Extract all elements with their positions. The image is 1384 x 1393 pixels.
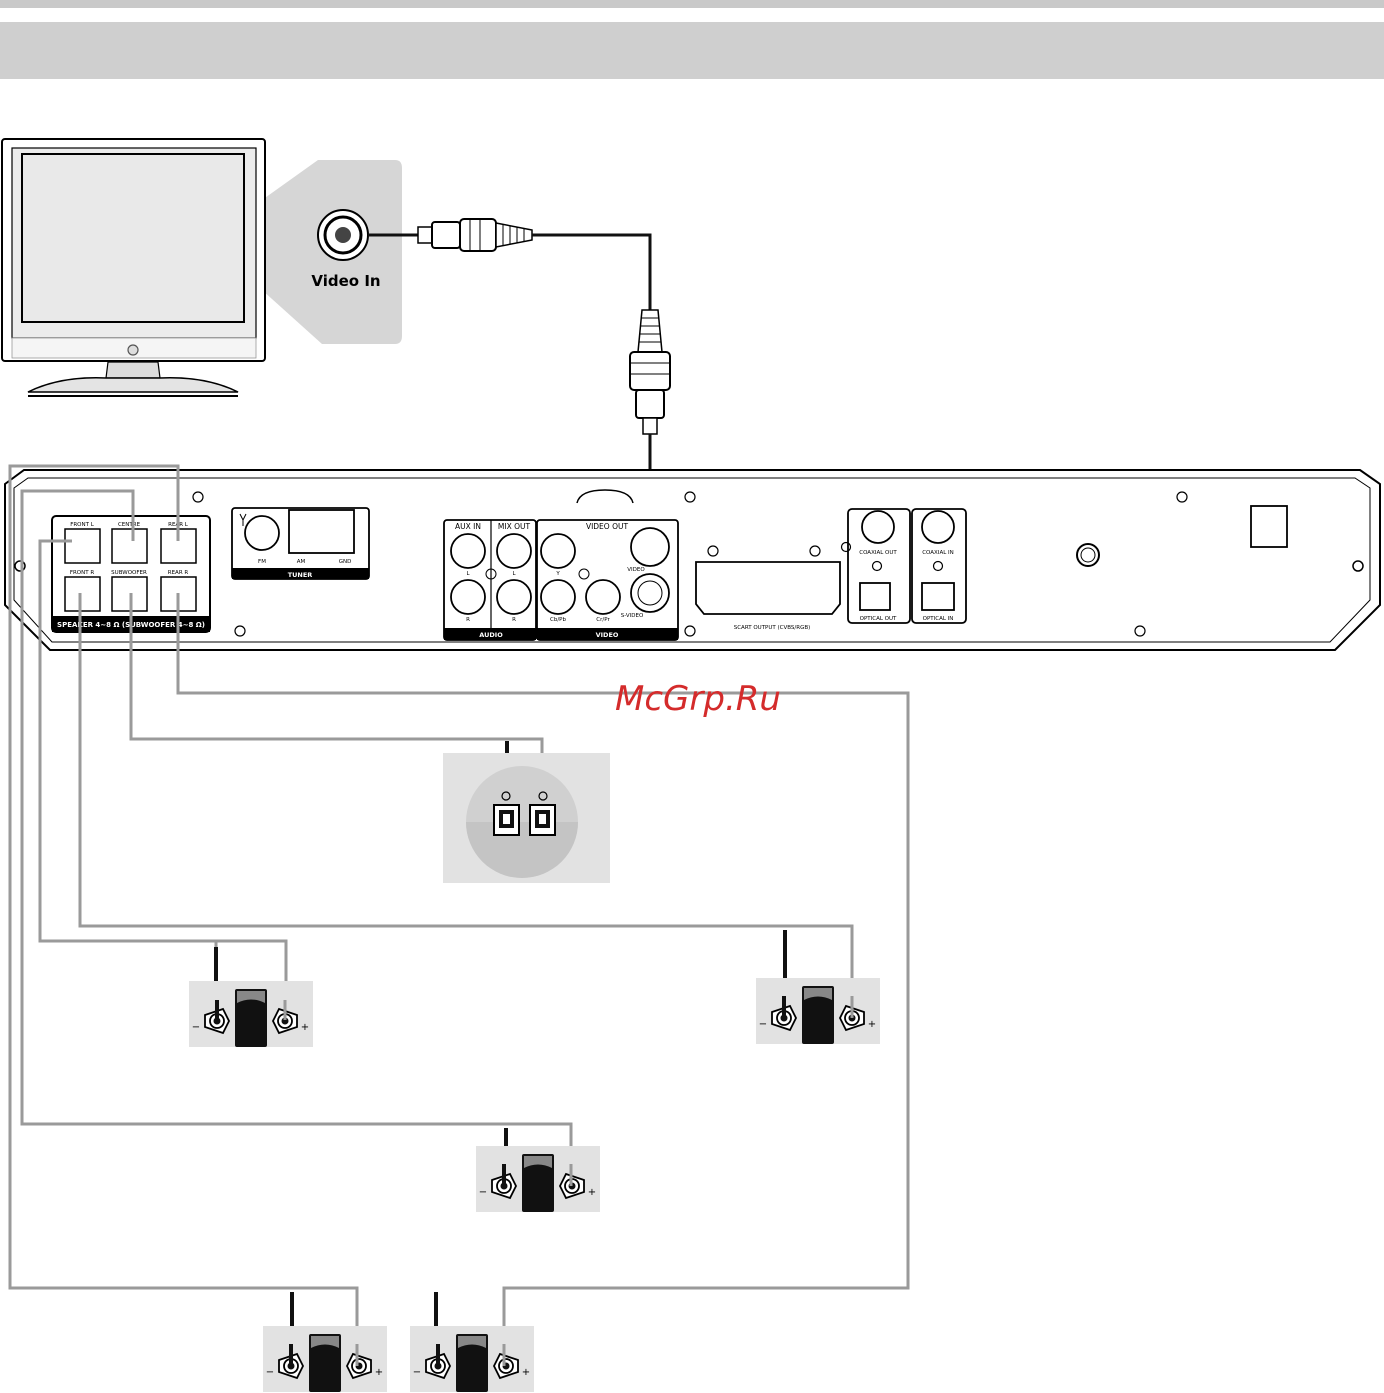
am-label: AM: [297, 559, 306, 565]
speaker-rear-left: − +: [263, 1326, 387, 1392]
coaxial-in-label: COAXIAL IN: [922, 550, 954, 556]
speaker-rear-right: − +: [410, 1326, 534, 1392]
component-cr-jack: [586, 580, 620, 614]
fm-antenna-jack: [245, 516, 279, 550]
optical-in-port: [922, 583, 954, 610]
header-bar: [0, 22, 1384, 79]
terminal-label-subwoofer: SUBWOOFER: [111, 570, 147, 576]
aux-in-r-jack: [451, 580, 485, 614]
cr-label: Cr/Pr: [596, 617, 610, 623]
tv-power-icon: [128, 345, 138, 355]
scart-label: SCART OUTPUT (CVBS/RGB): [734, 625, 811, 631]
digital-audio-block: COAXIAL OUT COAXIAL IN OPTICAL OUT OPTIC…: [842, 509, 967, 623]
speaker-front-left: − +: [189, 981, 313, 1047]
aux-in-r-label: R: [466, 617, 470, 623]
video-label: VIDEO: [596, 631, 619, 639]
terminal-label-centre: CENTRE: [118, 522, 141, 528]
composite-label: VIDEO: [627, 567, 645, 573]
terminal-front-r: [65, 577, 100, 611]
subwoofer-terminal: [443, 753, 610, 883]
tv-stand: [28, 378, 238, 392]
tv-screen: [22, 154, 244, 322]
gnd-label: GND: [339, 559, 352, 565]
mix-out-title: MIX OUT: [498, 522, 531, 531]
tv-neck: [106, 362, 160, 378]
aux-in-l-jack: [451, 534, 485, 568]
minus-sign: −: [759, 1019, 767, 1030]
mix-out-l-jack: [497, 534, 531, 568]
minus-sign: −: [192, 1022, 200, 1033]
aux-in-title: AUX IN: [455, 522, 481, 531]
video-in-label: Video In: [311, 272, 380, 290]
s-video-jack: [631, 574, 669, 612]
fm-label: FM: [258, 559, 266, 565]
coaxial-out-jack: [862, 511, 894, 543]
terminal-label-front-l: FRONT L: [70, 522, 95, 528]
coaxial-out-label: COAXIAL OUT: [859, 550, 897, 556]
am-terminal: [289, 510, 354, 553]
power-inlet: [1251, 506, 1287, 547]
optical-in-label: OPTICAL IN: [923, 616, 954, 622]
plus-sign: +: [301, 1022, 309, 1033]
s-video-label: S-VIDEO: [621, 613, 644, 619]
speaker-front-right: − +: [756, 978, 880, 1044]
minus-sign: −: [413, 1367, 421, 1378]
mix-out-r-label: R: [512, 617, 516, 623]
minus-sign: −: [479, 1187, 487, 1198]
rear-panel: SPEAKER 4~8 Ω (SUBWOOFER 4~8 Ω) FRONT L …: [5, 470, 1380, 650]
audio-block: AUDIO AUX IN MIX OUT L R L R: [444, 520, 536, 640]
plus-sign: +: [522, 1367, 530, 1378]
audio-label: AUDIO: [479, 631, 503, 639]
plus-sign: +: [375, 1367, 383, 1378]
tuner-label: TUNER: [288, 571, 313, 579]
plus-sign: +: [588, 1187, 596, 1198]
tv-monitor: Video In: [2, 139, 402, 396]
optical-out-port: [860, 583, 890, 610]
video-block: VIDEO VIDEO OUT Y Cb/Pb Cr/Pr VIDEO S-VI…: [537, 520, 678, 640]
plus-sign: +: [868, 1019, 876, 1030]
mix-out-r-jack: [497, 580, 531, 614]
component-y-jack: [541, 534, 575, 568]
terminal-front-l: [65, 529, 100, 563]
watermark: McGrp.Ru: [615, 679, 781, 719]
component-cb-jack: [541, 580, 575, 614]
coaxial-in-jack: [922, 511, 954, 543]
fan-screw: [1077, 544, 1099, 566]
terminal-label-front-r: FRONT R: [70, 570, 95, 576]
cb-label: Cb/Pb: [550, 617, 567, 623]
optical-out-label: OPTICAL OUT: [860, 616, 897, 622]
speaker-centre: − +: [476, 1146, 600, 1212]
minus-sign: −: [266, 1367, 274, 1378]
y-label: Y: [555, 571, 560, 577]
terminal-label-rear-r: REAR R: [168, 570, 189, 576]
video-out-title: VIDEO OUT: [586, 522, 629, 531]
composite-video-jack: [631, 528, 669, 566]
terminal-centre: [112, 529, 147, 563]
top-rule: [0, 0, 1384, 8]
tuner-block: TUNER FM AM GND: [232, 508, 369, 579]
